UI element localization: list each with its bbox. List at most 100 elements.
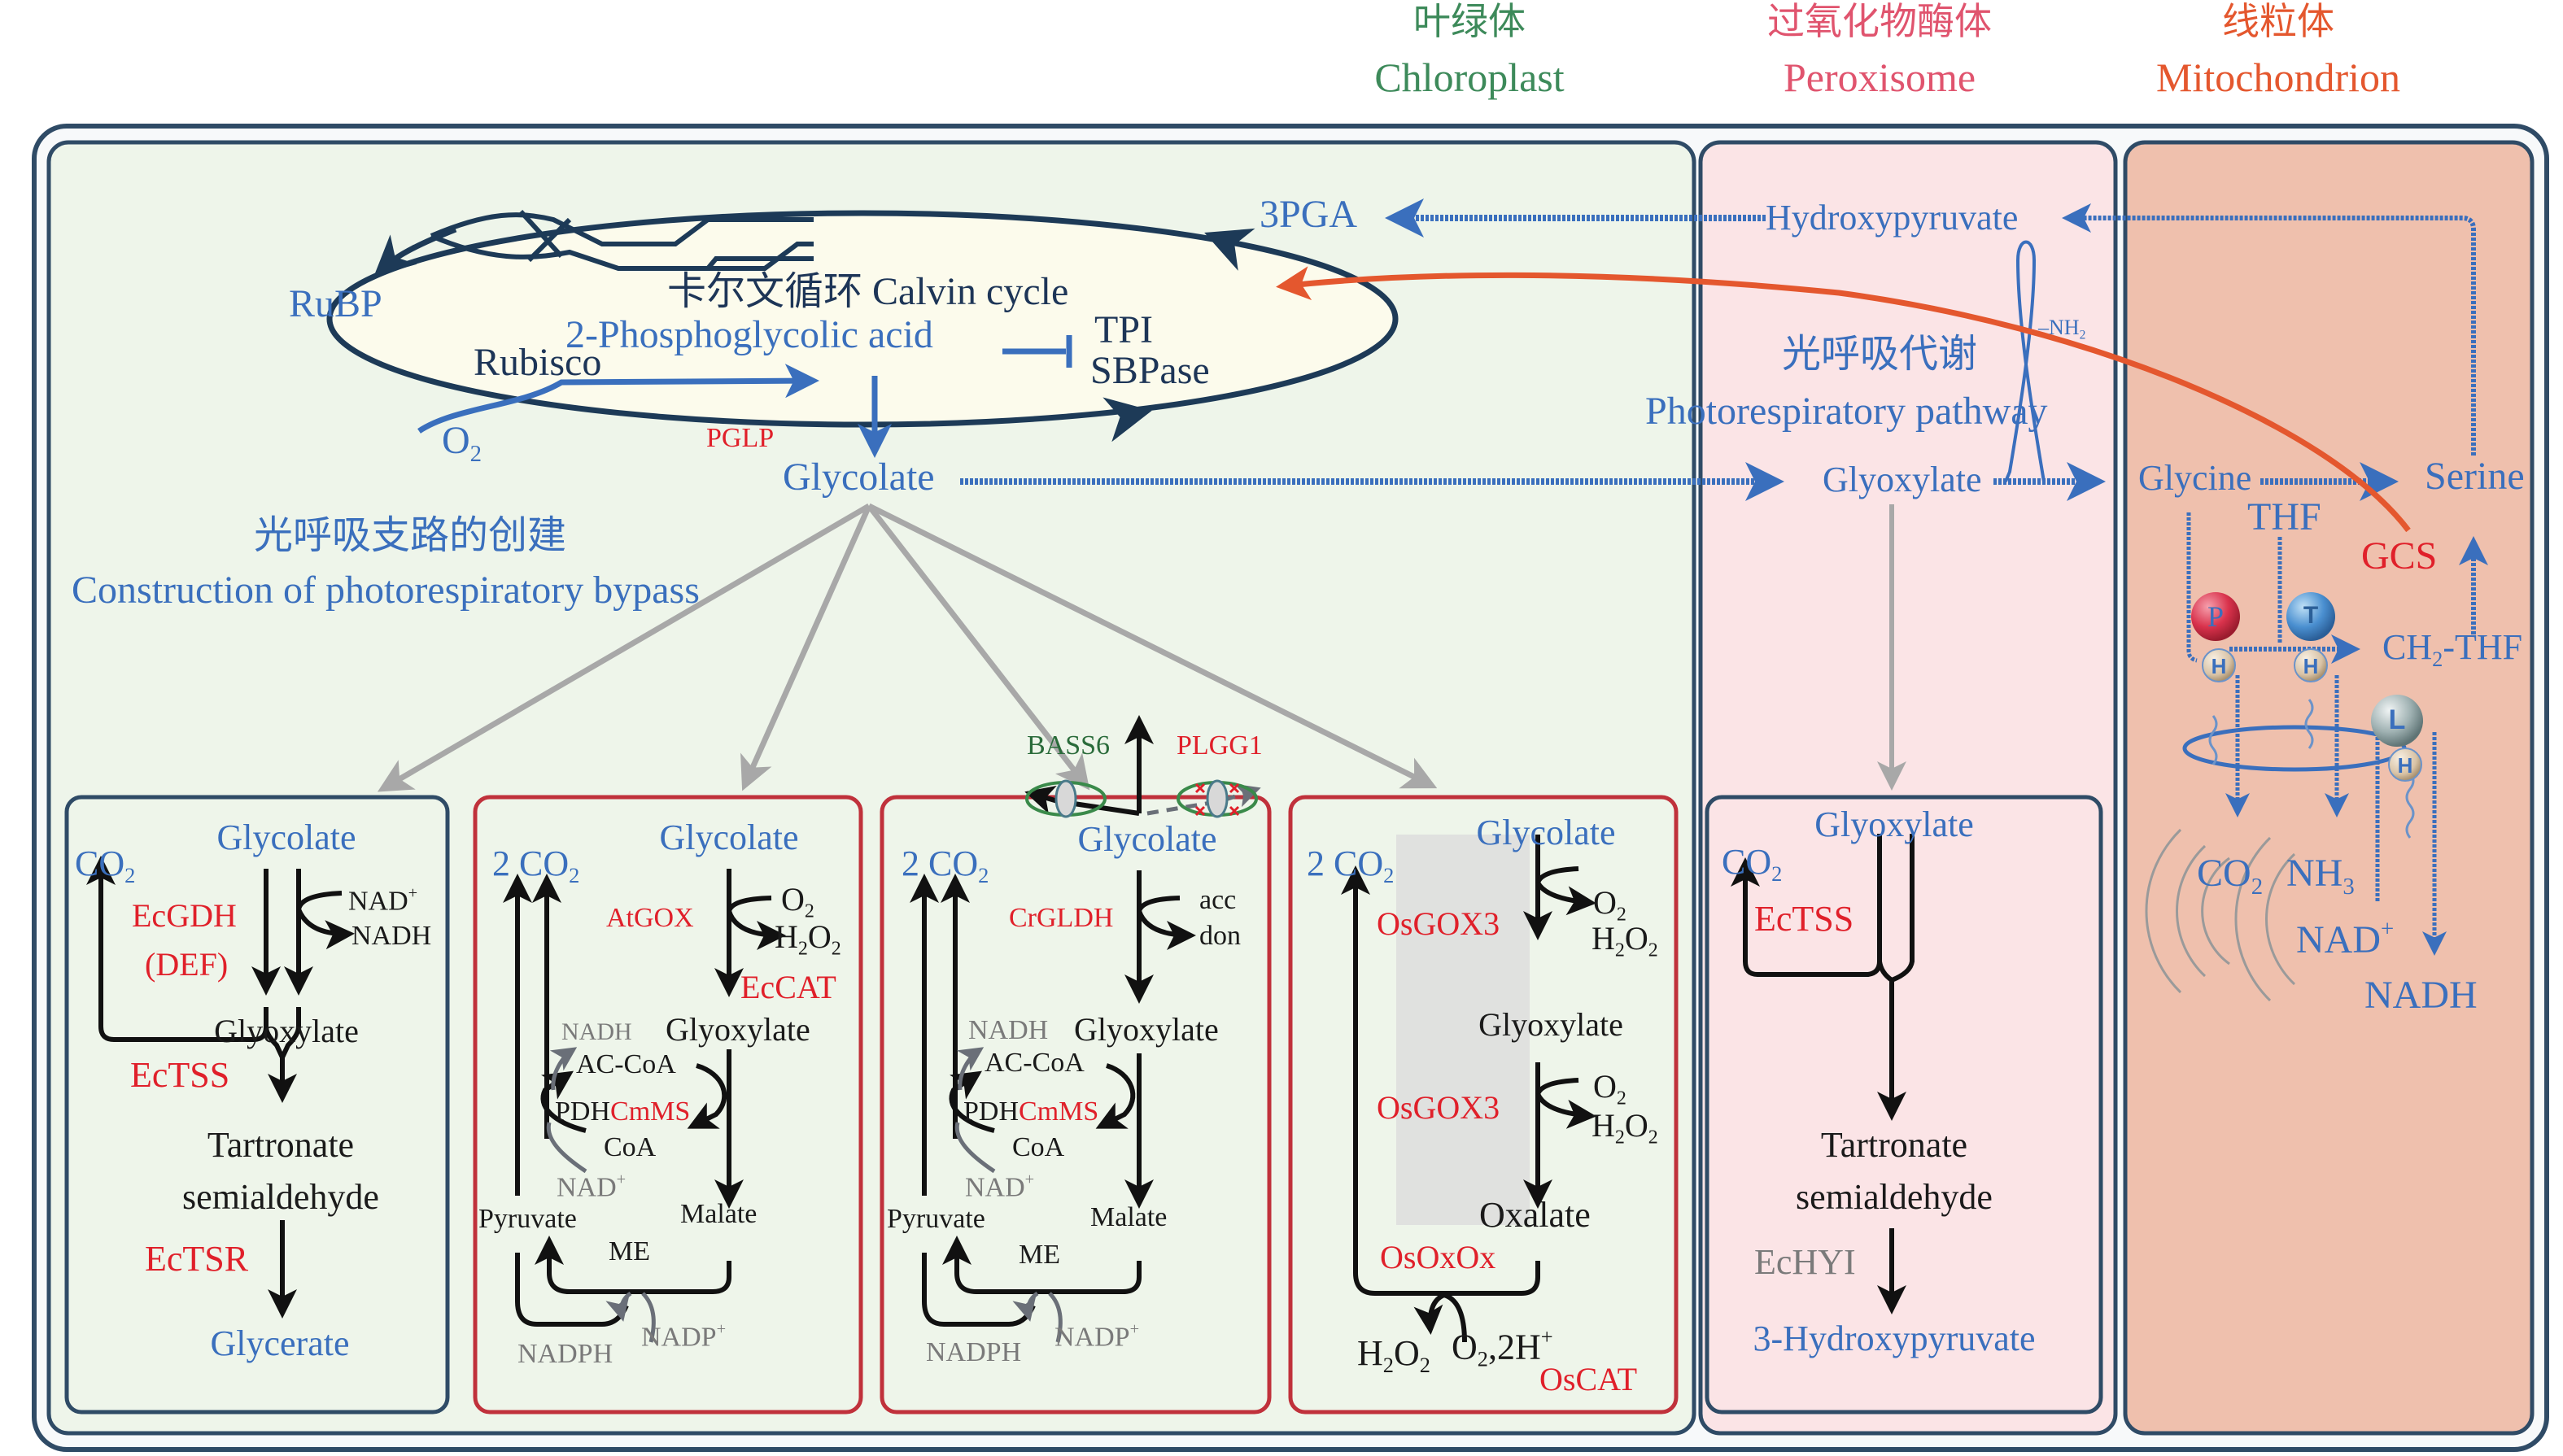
pb-semialdehyde: semialdehyde: [1796, 1177, 1993, 1217]
b2-malate: Malate: [680, 1199, 758, 1229]
l-protein-label: L: [2388, 704, 2406, 735]
mitochondrion-compartment: [2123, 140, 2535, 1436]
b3-nadph: NADPH: [926, 1337, 1022, 1367]
b1-glycerate: Glycerate: [210, 1323, 350, 1363]
pb-tartronate: Tartronate: [1820, 1125, 1968, 1165]
b3-plgg1: PLGG1: [1177, 730, 1263, 761]
o2-to-phosphoglycolic-arrow: [417, 364, 819, 434]
peroxisome-label-cn: 过氧化物酶体: [1767, 1, 1992, 42]
h-protein-label-2: H: [2303, 654, 2319, 678]
bypass-1-arrows: [86, 856, 355, 1319]
p-protein-label: P: [2207, 600, 2225, 633]
h-protein-sphere-1: [2202, 648, 2236, 682]
peroxisome-label: Peroxisome: [1783, 54, 1976, 100]
chloroplast-compartment: [46, 140, 1696, 1436]
h-protein-sphere-3: [2388, 748, 2422, 782]
bypass-title-cn: 光呼吸支路的创建: [254, 514, 567, 557]
o2-label: O2: [442, 419, 482, 468]
serine-to-hydroxypyruvate-arrow: [2062, 203, 2476, 456]
glyoxylate-label: Glyoxylate: [1823, 460, 1982, 499]
b1-tartronate: Tartronate: [207, 1125, 355, 1165]
b3-malate: Malate: [1090, 1202, 1168, 1232]
b1-ecgdh: EcGDH: [132, 897, 237, 934]
b1-def: (DEF): [145, 946, 229, 983]
b3-bass6: BASS6: [1027, 730, 1111, 761]
sbpase-label: SBPase: [1090, 349, 1210, 392]
b2-nad: NAD+: [557, 1170, 627, 1203]
b4-osgox3-b: OsGOX3: [1377, 1089, 1500, 1126]
calvin-cycle-branches: [430, 209, 814, 271]
gcs-complex: [2145, 512, 2488, 1002]
b4-osoxox: OsOxOx: [1380, 1239, 1496, 1275]
b3-glycolate: Glycolate: [1077, 819, 1217, 859]
calvin-arrow-from-3pga: [1204, 228, 1255, 271]
bypass-4-shaded-region: [1396, 835, 1530, 1225]
b3-nad: NAD+: [965, 1170, 1035, 1203]
mitochondrion-label-cn: 线粒体: [2222, 1, 2334, 42]
t-protein-sphere: [2286, 592, 2335, 641]
b4-o2-a: O2: [1593, 884, 1626, 926]
plgg1-transporter: [1177, 779, 1258, 818]
b4-h2o2-bottom: H2O2: [1357, 1333, 1430, 1378]
b3-nadp: NADP+: [1054, 1320, 1140, 1353]
pathway-title-en: Photorespiratory pathway: [1645, 390, 2048, 433]
glycolate-label: Glycolate: [783, 456, 935, 499]
b3-don: don: [1199, 921, 1241, 951]
p-protein-sphere: [2191, 592, 2240, 641]
b3-coa: CoA: [1012, 1132, 1065, 1162]
nh3-label: NH3: [2286, 852, 2355, 900]
t-protein-label: T: [2303, 602, 2319, 629]
bypass-3-gray-arrows: [954, 783, 1261, 1343]
calvin-cycle-title-en: Calvin cycle: [872, 270, 1069, 313]
mito-nadh-label: NADH: [2364, 974, 2478, 1017]
bypass-2-gray-arrows: [546, 1047, 656, 1343]
pathway-title-cn: 光呼吸代谢: [1781, 333, 1978, 376]
thf-label: THF: [2247, 495, 2321, 538]
b4-h2o2-b: H2O2: [1592, 1107, 1658, 1149]
h-protein-label-1: H: [2211, 654, 2227, 678]
l-protein-sphere: [2371, 695, 2423, 747]
b4-oscat: OsCAT: [1539, 1361, 1638, 1397]
chloroplast-label-cn: 叶绿体: [1413, 1, 1526, 42]
pb-echyi: EcHYI: [1754, 1242, 1856, 1282]
rubisco-label: Rubisco: [474, 341, 602, 384]
mito-co2-label: CO2: [2197, 852, 2264, 900]
pb-glyoxylate: Glyoxylate: [1814, 804, 1974, 844]
glycine-label: Glycine: [2138, 458, 2252, 498]
ch2-thf-label: CH2-THF: [2382, 627, 2523, 672]
b1-glycolate: Glycolate: [216, 817, 356, 857]
b2-nadph: NADPH: [517, 1339, 613, 1369]
b1-nad: NAD+: [348, 884, 418, 917]
b2-h2o2: H2O2: [775, 918, 841, 960]
pb-ectss: EcTSS: [1754, 899, 1854, 939]
calvin-cycle-title: 卡尔文循环 Calvin cycle: [667, 272, 1068, 312]
b2-atgox: AtGOX: [606, 903, 694, 933]
b2-eccat: EcCAT: [740, 969, 836, 1005]
b4-h2o2-a: H2O2: [1592, 920, 1658, 961]
nh2-transfer-loop: [2004, 240, 2046, 482]
b2-pdh-cmms: PDHCmMS: [555, 1096, 691, 1127]
rubp-label: RuBP: [289, 282, 382, 325]
mito-nad-label: NAD+: [2296, 916, 2395, 962]
hydroxypyruvate-label: Hydroxypyruvate: [1766, 198, 2019, 238]
chloroplast-label: Chloroplast: [1374, 54, 1565, 100]
b4-oxalate: Oxalate: [1479, 1195, 1591, 1235]
b4-o2-2h: O2,2H+: [1452, 1324, 1553, 1371]
bypass-box-1: [64, 795, 450, 1415]
b3-nadh: NADH: [968, 1015, 1049, 1045]
b3-me: ME: [1019, 1240, 1060, 1270]
b2-accoa: AC-CoA: [576, 1049, 676, 1079]
b3-co2: 2 CO2: [902, 844, 989, 888]
3pga-label: 3PGA: [1260, 193, 1358, 236]
b4-co2: 2 CO2: [1307, 844, 1395, 888]
bypass-3-arrows: [910, 715, 1196, 1327]
b4-glycolate: Glycolate: [1476, 813, 1616, 852]
h-protein-sphere-2: [2294, 648, 2328, 682]
gcs-feedback-arrow: [1276, 266, 2411, 533]
b4-osgox3-a: OsGOX3: [1377, 905, 1500, 942]
b2-pyruvate: Pyruvate: [478, 1204, 577, 1234]
b1-co2: CO2: [75, 844, 136, 888]
b1-glyoxylate: Glyoxylate: [214, 1013, 359, 1049]
bass6-transporter: [1025, 779, 1107, 818]
